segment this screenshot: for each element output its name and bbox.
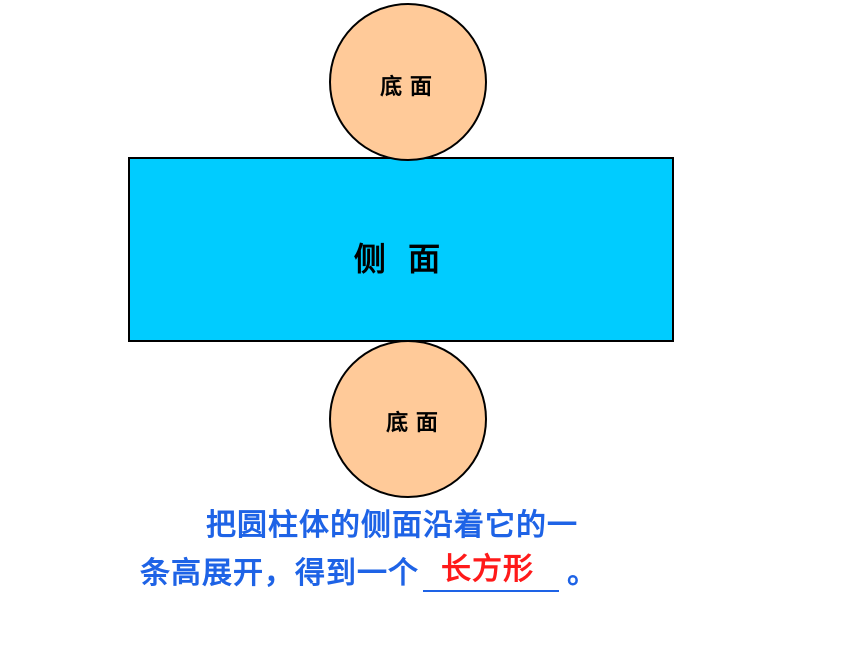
caption-period: 。 <box>567 556 598 591</box>
answer-blank: 长方形 <box>423 552 559 592</box>
lateral-face-label: 侧 面 <box>354 240 440 278</box>
caption-line-1: 把圆柱体的侧面沿着它的一 <box>206 508 578 543</box>
caption-prefix: 条高展开，得到一个 <box>140 556 419 591</box>
top-base-label: 底 面 <box>380 74 432 100</box>
caption-line-2: 条高展开，得到一个长方形。 <box>140 548 598 592</box>
bottom-base-label: 底 面 <box>386 410 438 436</box>
answer-text: 长方形 <box>441 552 534 587</box>
lateral-face-rectangle <box>128 157 674 342</box>
top-base-circle <box>329 3 487 161</box>
bottom-base-circle <box>329 340 487 498</box>
